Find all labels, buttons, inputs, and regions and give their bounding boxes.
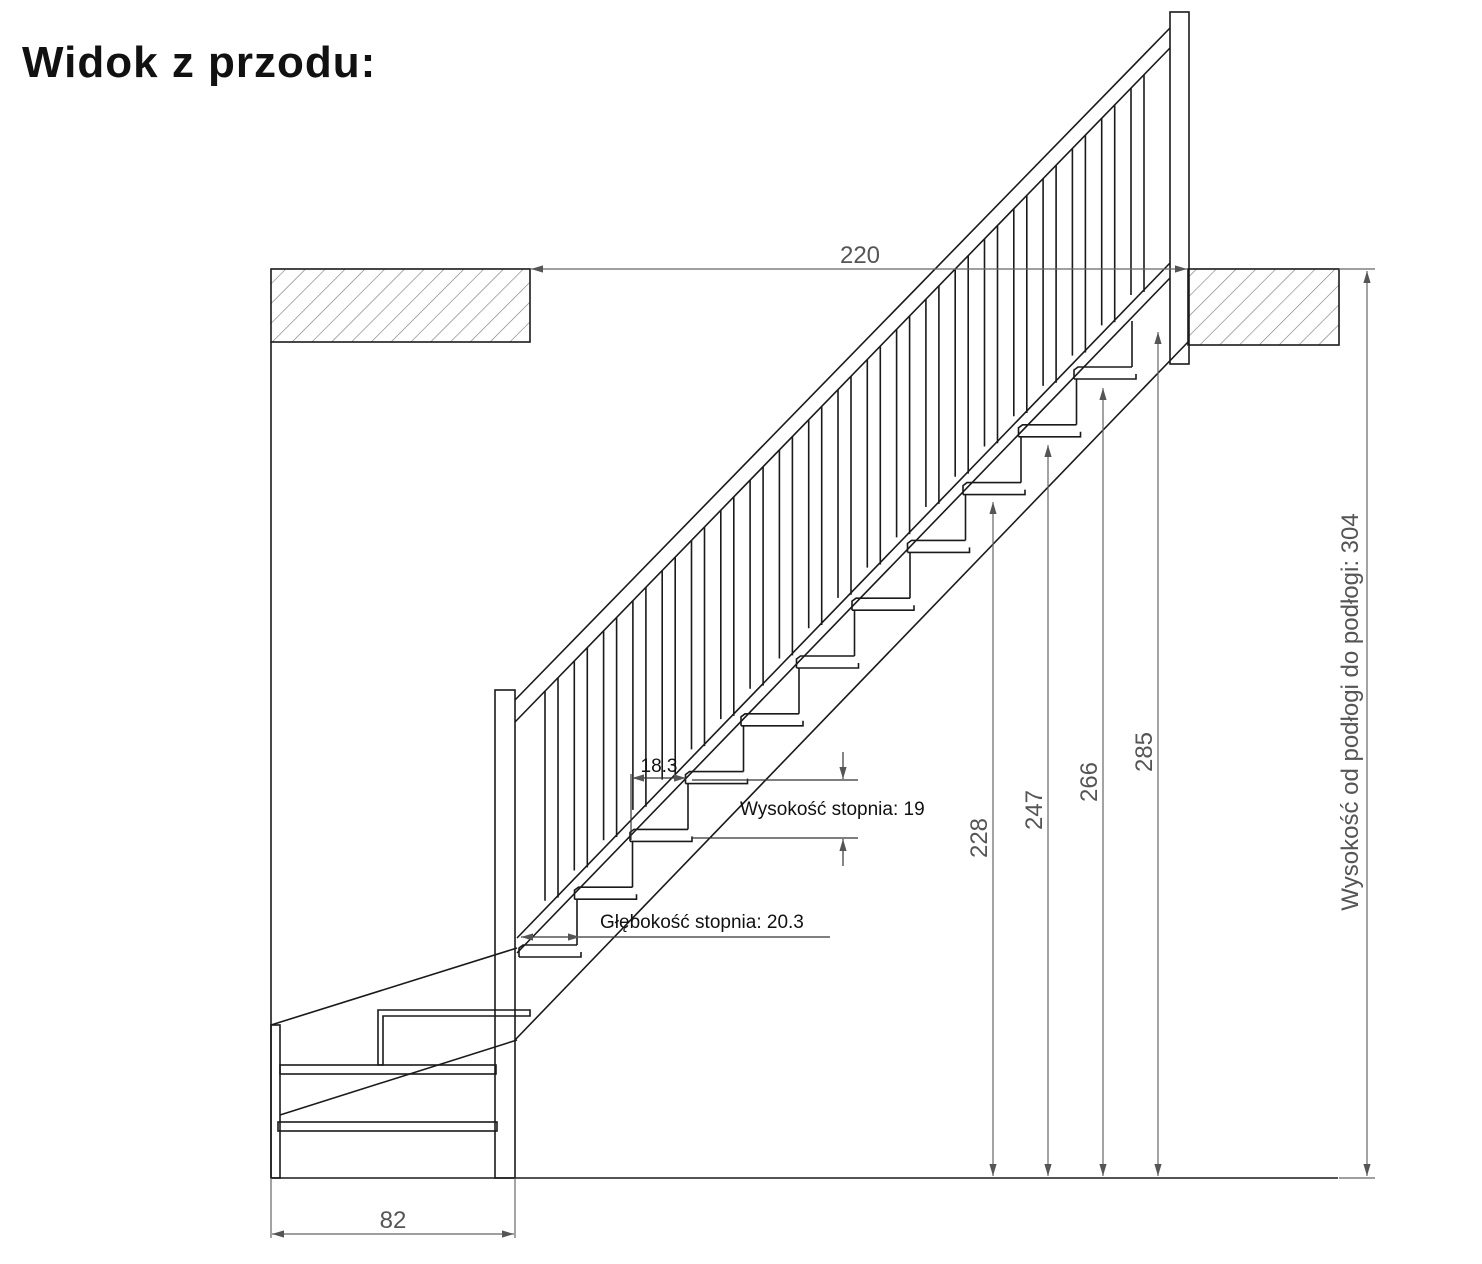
stair-step	[851, 552, 915, 611]
dim-247-label: 247	[1021, 790, 1048, 830]
baluster	[1071, 135, 1087, 356]
stair-step	[1017, 378, 1082, 438]
dim-228-label: 228	[966, 818, 993, 858]
stringer-top-line-2	[516, 277, 1171, 954]
baluster	[749, 466, 764, 689]
baluster	[837, 376, 852, 598]
baluster	[954, 255, 969, 477]
stair-step	[1073, 321, 1137, 380]
stringer-top-line	[516, 262, 1171, 939]
stair-step	[795, 610, 860, 669]
dim-18-3-label: 18.3	[641, 756, 678, 777]
baluster	[602, 617, 618, 841]
stair-step	[906, 494, 971, 554]
page-title: Widok z przodu:	[22, 38, 377, 87]
baluster	[661, 557, 676, 780]
baluster	[573, 647, 589, 871]
baluster	[895, 315, 911, 538]
baluster	[690, 527, 706, 750]
baluster	[544, 677, 559, 901]
winder-tread	[377, 1009, 531, 1066]
dim-304-label: Wysokość od podłogi do podłogi: 304	[1337, 513, 1364, 910]
stair-step	[573, 841, 638, 900]
left-wall-post	[270, 1024, 281, 1179]
dim-step-depth-label: Głębokość stopnia: 20.3	[600, 912, 804, 933]
dim-220-label: 220	[840, 242, 880, 269]
stair-step	[962, 436, 1026, 496]
baluster	[720, 496, 735, 720]
baluster	[778, 436, 794, 659]
bottom-newel-post	[494, 689, 516, 1179]
upper-floor-slab-left	[270, 268, 531, 343]
lower-tread-2	[277, 1121, 498, 1132]
top-newel-post	[1169, 11, 1190, 365]
dim-285-label: 285	[1131, 732, 1158, 772]
balusters	[544, 74, 1145, 901]
baluster	[1100, 104, 1116, 326]
handrail-bottom-edge	[514, 47, 1171, 723]
lower-tread-1	[279, 1064, 497, 1075]
baluster	[1042, 165, 1057, 386]
stair-step	[740, 667, 804, 727]
baluster	[807, 406, 823, 629]
stringer-bottom-line	[514, 341, 1189, 1041]
winder-line-lower	[279, 1039, 518, 1116]
dim-266-label: 266	[1076, 762, 1103, 802]
winder-line-upper	[270, 947, 518, 1026]
handrail-top-edge	[514, 27, 1171, 701]
dim-step-height-label: Wysokość stopnia: 19	[740, 799, 925, 820]
baluster	[1130, 74, 1145, 296]
stair-step	[518, 899, 582, 958]
baluster	[925, 285, 940, 508]
upper-floor-slab-right	[1187, 268, 1340, 346]
dim-82-label: 82	[380, 1207, 407, 1234]
baluster	[866, 346, 882, 568]
stair-steps	[518, 321, 1137, 958]
baluster	[983, 225, 999, 447]
baluster	[1013, 195, 1028, 417]
